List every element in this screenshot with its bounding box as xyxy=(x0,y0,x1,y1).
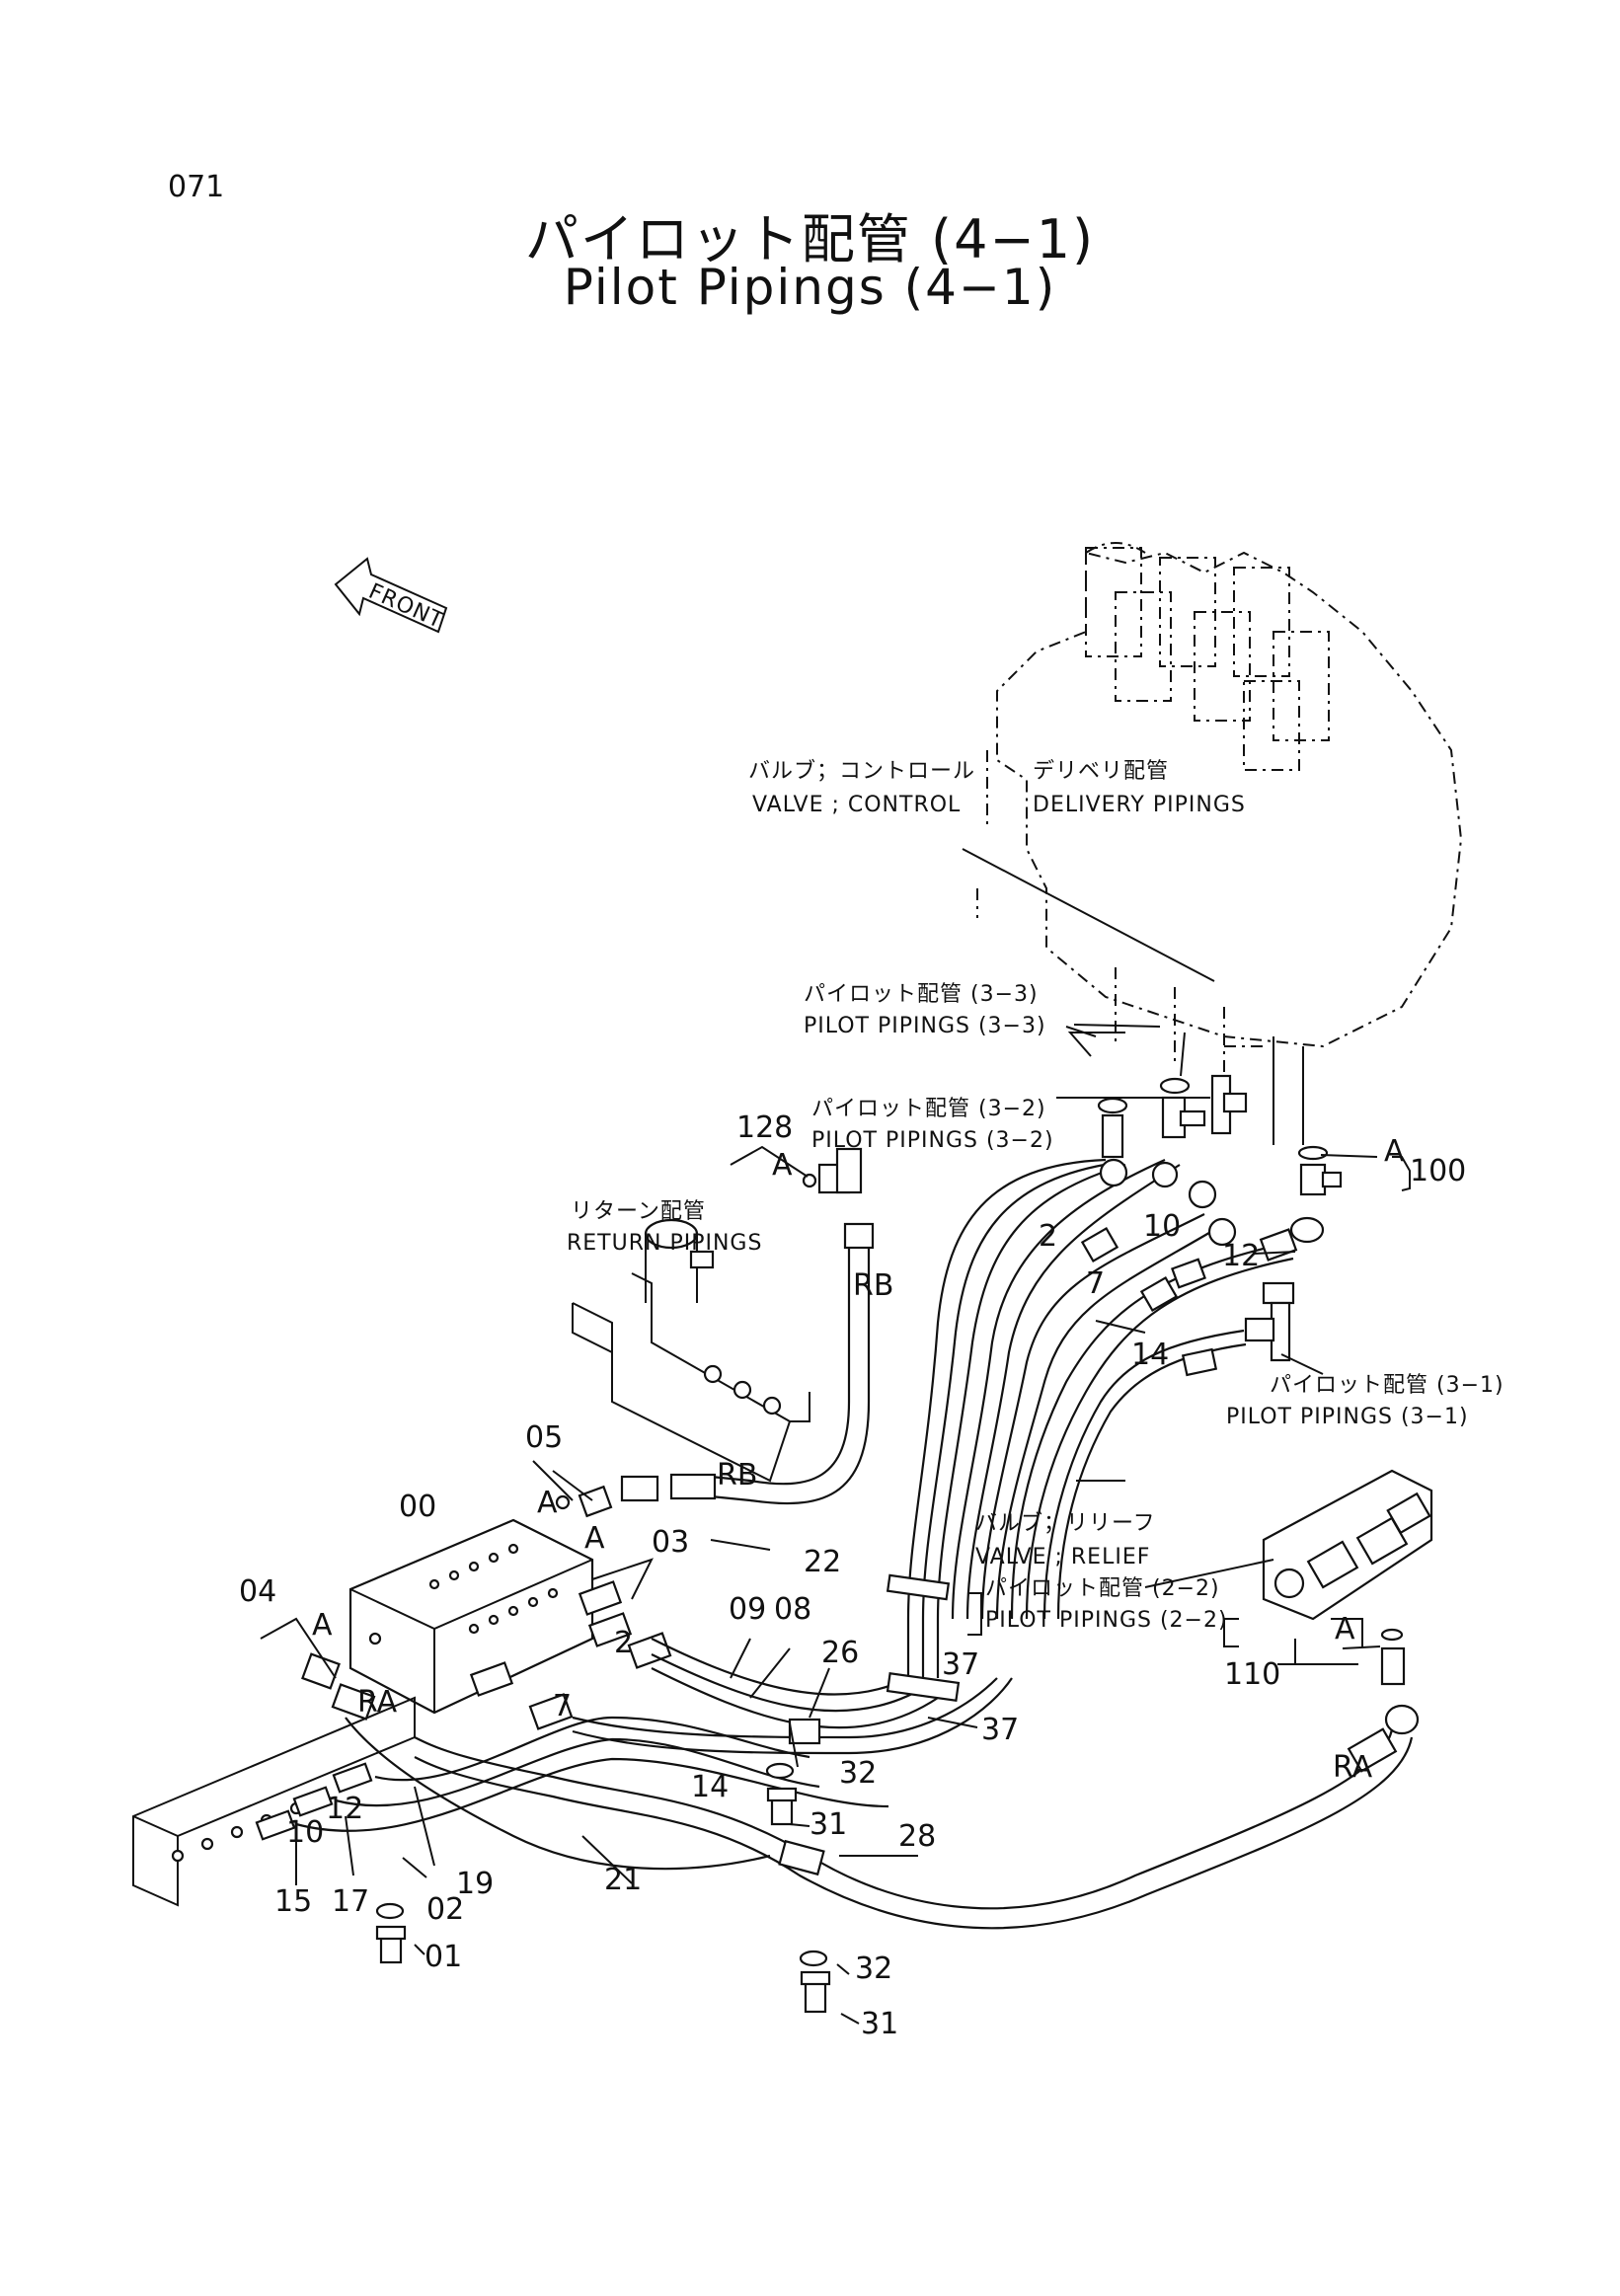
pilot-33-fittings xyxy=(1097,1074,1248,1159)
front-label: FRONT xyxy=(365,579,447,634)
part-number: 09 xyxy=(729,1592,766,1627)
part-number: 37 xyxy=(981,1713,1019,1747)
port-labels: A A A A A A RB RB RA RA xyxy=(312,1134,1405,1785)
port-label: RA xyxy=(1333,1750,1373,1785)
part-number: 14 xyxy=(691,1770,729,1804)
fitting-110 xyxy=(1380,1628,1420,1735)
fitting-100 xyxy=(1273,1046,1343,1244)
hose-bundle xyxy=(906,1158,1294,1678)
pilot-32-en: PILOT PIPINGS (3−2) xyxy=(811,1128,1054,1153)
pilot-31-ja: パイロット配管 (3−1) xyxy=(1270,1373,1504,1398)
return-hose-22 xyxy=(620,1222,875,1505)
valve-relief-ja: バルブ；リリーフ xyxy=(975,1511,1156,1536)
part-number: 7 xyxy=(1086,1266,1105,1301)
pilot-22-ja: パイロット配管 (2−2) xyxy=(985,1576,1220,1601)
port-label: A xyxy=(537,1486,558,1520)
port-label: A xyxy=(772,1148,793,1183)
part-number: 21 xyxy=(604,1863,642,1897)
port-label: RB xyxy=(853,1268,893,1303)
part-number: 01 xyxy=(424,1940,462,1974)
valve-relief-en: VALVE ; RELIEF xyxy=(975,1545,1150,1569)
part-number: 14 xyxy=(1131,1338,1169,1372)
pilot-33-ja: パイロット配管 (3−3) xyxy=(804,982,1039,1007)
port-label: RA xyxy=(357,1685,398,1720)
clamp-28 xyxy=(778,1839,825,1876)
part-number: 22 xyxy=(804,1545,841,1579)
mounting-bracket xyxy=(132,1696,416,1907)
manifold-block-00 xyxy=(348,1518,594,1715)
pilot-32-ja: パイロット配管 (3−2) xyxy=(811,1097,1046,1121)
return-manifold xyxy=(572,1218,810,1483)
part-number: 28 xyxy=(898,1819,936,1854)
part-number: 2 xyxy=(614,1626,633,1660)
part-number: 10 xyxy=(1143,1209,1181,1244)
port-label: A xyxy=(1384,1134,1405,1169)
leader-lines xyxy=(260,848,1411,2025)
part-number: 128 xyxy=(736,1110,793,1145)
part-number: 7 xyxy=(553,1689,572,1723)
page-title-japanese: パイロット配管 (4−1) xyxy=(524,208,1096,270)
part-number: 05 xyxy=(525,1420,563,1455)
part-number: 31 xyxy=(810,1807,847,1842)
manifold-fittings xyxy=(255,1580,672,1841)
bolts-washers xyxy=(375,1762,831,2014)
relief-valve xyxy=(1262,1469,1433,1621)
delivery-ja: デリベリ配管 xyxy=(1033,759,1169,784)
part-number: 26 xyxy=(821,1636,859,1670)
port-label: A xyxy=(1335,1612,1355,1646)
part-number: 110 xyxy=(1224,1657,1280,1692)
valve-control-en: VALVE ; CONTROL xyxy=(752,793,961,817)
front-arrow-icon xyxy=(334,557,448,634)
delivery-en: DELIVERY PIPINGS xyxy=(1033,793,1246,817)
part-number: 32 xyxy=(855,1952,892,1986)
relief-hose-21 xyxy=(414,1727,1414,1930)
fitting-128 xyxy=(802,1147,863,1194)
part-number: 31 xyxy=(861,2007,898,2041)
part-number: 10 xyxy=(286,1815,324,1850)
return-en: RETURN PIPINGS xyxy=(567,1231,762,1256)
clamp-37 xyxy=(788,1573,961,1745)
pilot-hoses-lower xyxy=(295,1638,1013,1871)
part-number: 32 xyxy=(839,1756,877,1791)
part-number: 2 xyxy=(1039,1219,1057,1254)
part-number: 04 xyxy=(239,1574,276,1609)
part-number: 08 xyxy=(774,1592,811,1627)
fitting-05 xyxy=(555,1485,613,1518)
page-title-english: Pilot Pipings (4−1) xyxy=(563,259,1057,316)
control-valve-outline xyxy=(976,542,1463,1125)
callout-labels: バルブ；コントロール VALVE ; CONTROL デリベリ配管 DELIVE… xyxy=(567,759,1504,1633)
pilot-33-en: PILOT PIPINGS (3−3) xyxy=(804,1014,1046,1038)
part-number: 02 xyxy=(426,1892,464,1927)
part-number: 00 xyxy=(399,1490,436,1524)
part-number: 12 xyxy=(326,1792,363,1826)
part-number: 17 xyxy=(332,1884,369,1919)
part-numbers: 128 100 2 10 12 7 14 05 00 03 04 22 09 0… xyxy=(239,1110,1466,2041)
page-number: 071 xyxy=(168,170,225,204)
pilot-31-en: PILOT PIPINGS (3−1) xyxy=(1226,1405,1469,1429)
part-number: 03 xyxy=(652,1525,689,1560)
valve-control-ja: バルブ；コントロール xyxy=(748,759,975,784)
port-label: A xyxy=(584,1521,605,1556)
part-number: 37 xyxy=(942,1647,979,1682)
pilot-31-fitting xyxy=(1244,1281,1295,1362)
part-number: 19 xyxy=(456,1867,494,1901)
part-number: 12 xyxy=(1222,1239,1260,1273)
part-number: 100 xyxy=(1410,1154,1466,1188)
port-label: A xyxy=(312,1608,333,1643)
return-ja: リターン配管 xyxy=(571,1199,706,1224)
port-label: RB xyxy=(717,1458,757,1492)
part-number: 15 xyxy=(274,1884,312,1919)
pilot-22-en: PILOT PIPINGS (2−2) xyxy=(985,1608,1228,1633)
